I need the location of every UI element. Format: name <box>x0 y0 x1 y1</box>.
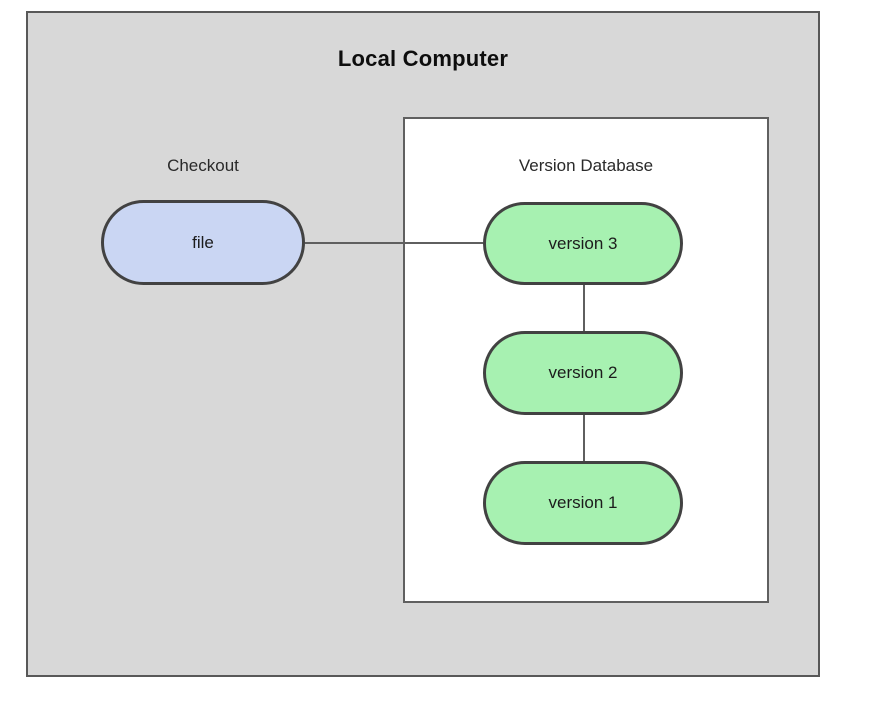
diagram-title: Local Computer <box>337 46 509 71</box>
connector-file-to-version-3 <box>305 242 483 244</box>
version-1-node: version 1 <box>483 461 683 545</box>
version-3-node: version 3 <box>483 202 683 285</box>
version-2-node: version 2 <box>483 331 683 415</box>
checkout-label: Checkout <box>167 156 239 175</box>
version-1-node-label: version 1 <box>548 493 618 512</box>
version-3-node-label: version 3 <box>548 233 618 253</box>
connector-version-2-to-version-1 <box>583 414 585 462</box>
version-database-label: Version Database <box>518 156 654 175</box>
file-node: file <box>101 200 305 285</box>
version-2-node-label: version 2 <box>548 363 618 382</box>
connector-version-3-to-version-2 <box>583 284 585 332</box>
file-node-label: file <box>192 232 214 252</box>
